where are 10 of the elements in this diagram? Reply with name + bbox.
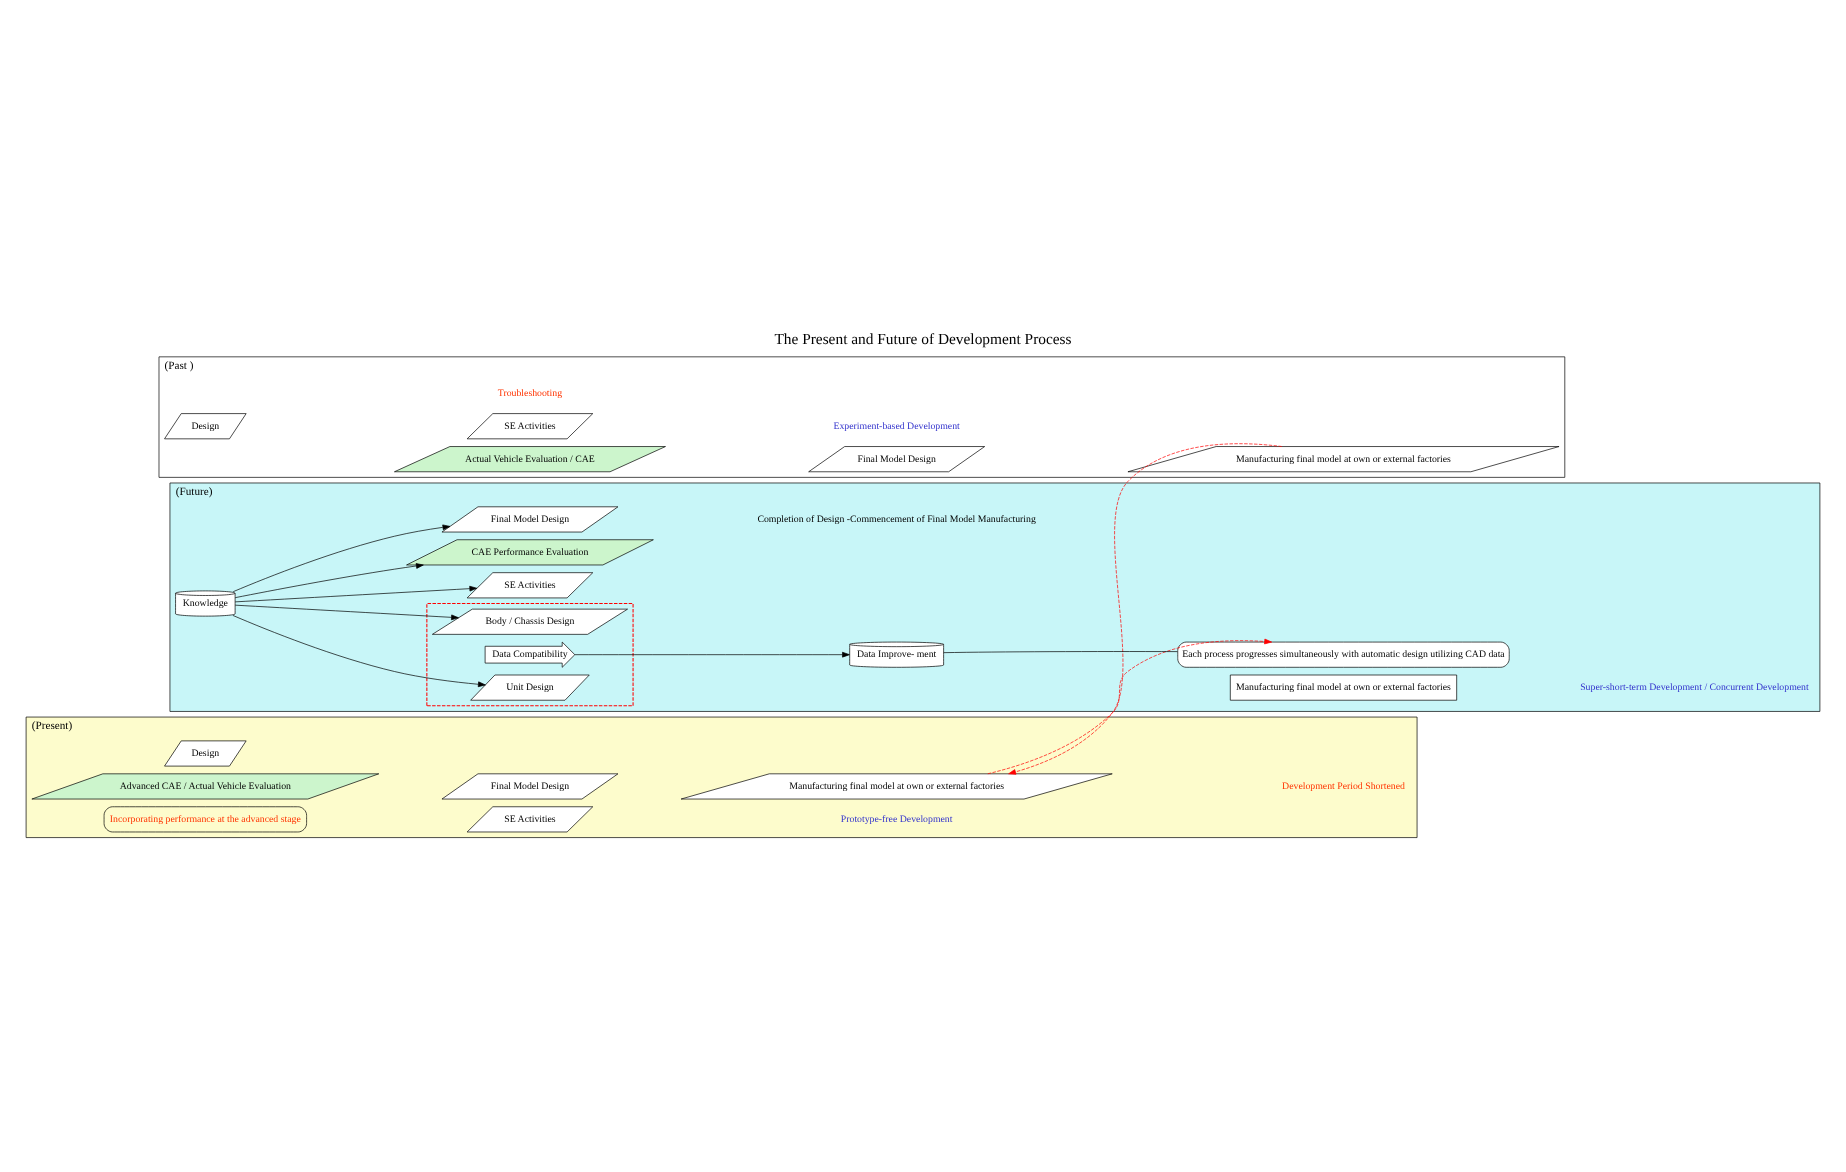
- arrow: [234, 585, 478, 603]
- arrow: [232, 615, 486, 688]
- connector: [943, 651, 1178, 653]
- arrow: [987, 638, 1272, 775]
- arrow: [234, 563, 424, 598]
- arrow: [234, 604, 459, 621]
- arrow: [574, 651, 850, 658]
- arrow: [1008, 443, 1283, 775]
- cluster: [426, 603, 634, 707]
- arrow: [232, 524, 451, 592]
